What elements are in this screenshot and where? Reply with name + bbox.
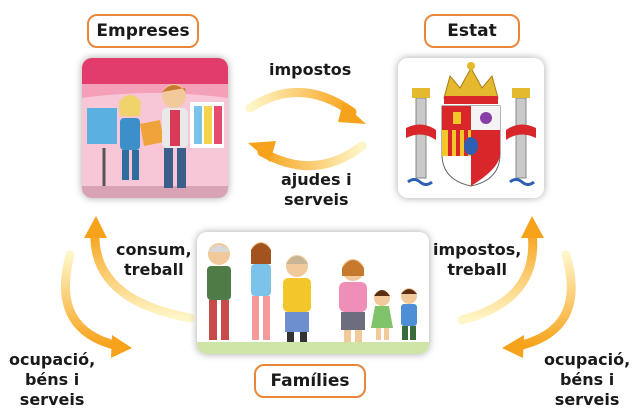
label-ocupacio-left: ocupació, béns i serveis: [9, 350, 95, 410]
label-impostos-treball: impostos, treball: [433, 240, 521, 280]
estat-title: Estat: [424, 14, 520, 48]
label-ajudes-serveis: ajudes i serveis: [281, 170, 352, 210]
label-ajudes-line-1: ajudes i: [281, 170, 352, 189]
empreses-illustration: [82, 58, 228, 198]
label-impostos-top: impostos: [269, 60, 351, 80]
label-ajudes-line-2: serveis: [284, 190, 349, 209]
label-ocupacio-right: ocupació, béns i serveis: [544, 350, 630, 410]
label-ocupacio-right-line-2: béns i: [559, 370, 615, 389]
empreses-title: Empreses: [87, 14, 199, 48]
arrow-estat-to-families: [502, 250, 576, 358]
shop-scene-image: [82, 58, 228, 198]
label-ocupacio-right-line-3: serveis: [554, 390, 620, 409]
arrow-empreses-to-families: [61, 250, 132, 358]
label-ocupacio-left-line-2: béns i: [24, 370, 80, 389]
family-group-image: [197, 232, 429, 354]
label-ocupacio-left-line-1: ocupació,: [9, 350, 96, 369]
estat-illustration: [398, 58, 544, 198]
label-ocupacio-left-line-3: serveis: [19, 390, 85, 409]
arrow-families-to-estat: [457, 216, 544, 325]
arrow-empreses-to-estat: [245, 87, 366, 124]
label-consum-treball: consum, treball: [116, 240, 192, 280]
label-impostos-treball-line-2: treball: [447, 260, 507, 279]
label-ocupacio-right-line-1: ocupació,: [544, 350, 631, 369]
arrow-estat-to-empreses: [248, 141, 367, 171]
arrow-families-to-empreses: [84, 216, 195, 323]
coat-of-arms-image: [398, 58, 544, 198]
families-title: Famílies: [254, 364, 366, 398]
label-consum-line-1: consum,: [116, 240, 192, 259]
label-impostos-top-line: impostos: [269, 60, 352, 79]
label-consum-line-2: treball: [123, 260, 184, 279]
label-impostos-treball-line-1: impostos,: [433, 240, 522, 259]
families-illustration: [197, 232, 429, 354]
